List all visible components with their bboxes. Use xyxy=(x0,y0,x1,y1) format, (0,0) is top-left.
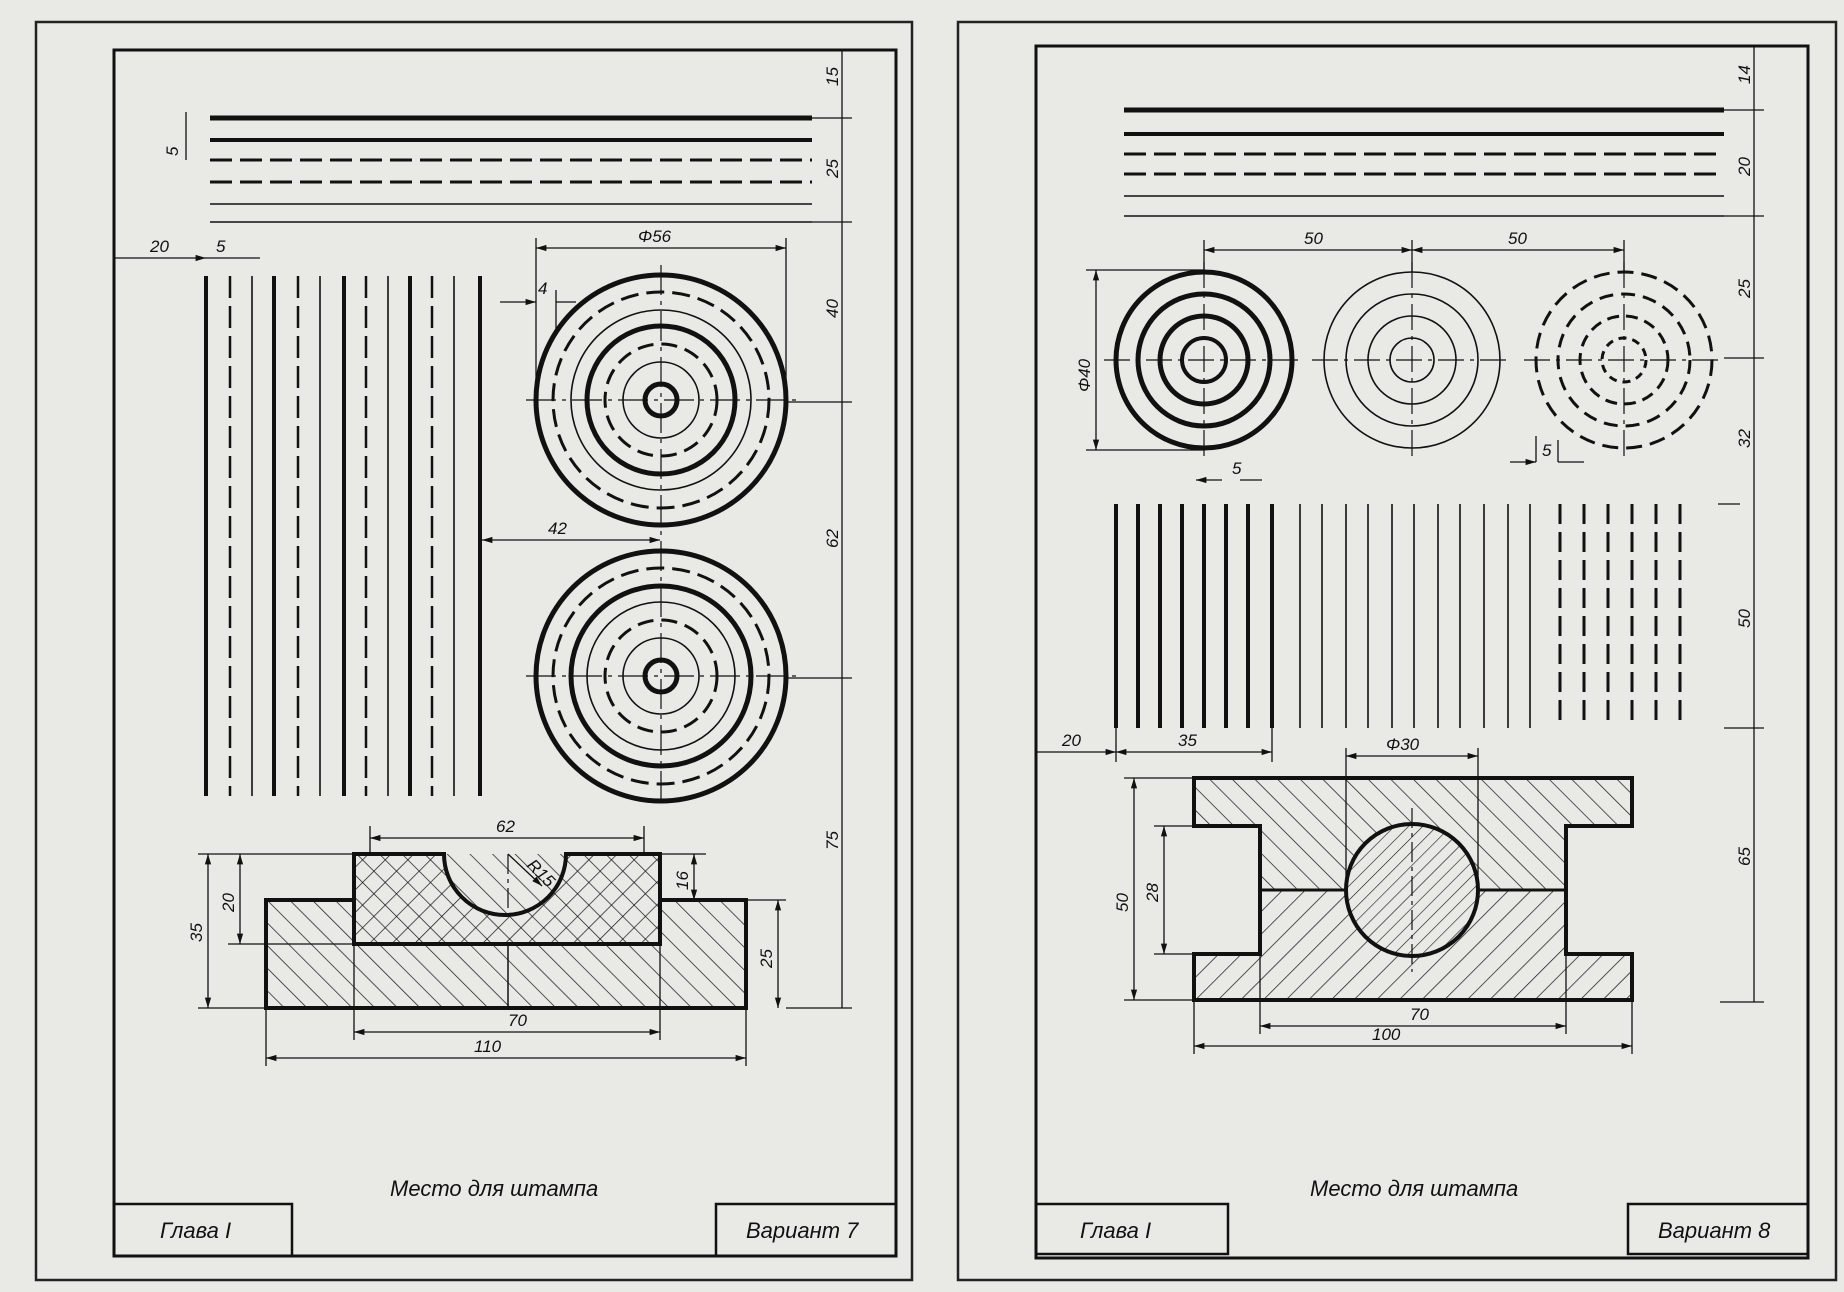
dim-50-b: 50 xyxy=(1508,229,1527,248)
dim-5-circle: 5 xyxy=(1542,441,1552,460)
dim-20-top: 20 xyxy=(1735,157,1754,177)
dim-phi40: Φ40 xyxy=(1075,358,1094,392)
dim-70-width: 70 xyxy=(1410,1005,1429,1024)
dim-62-width: 62 xyxy=(496,817,515,836)
dim-25-top: 25 xyxy=(823,159,842,179)
dim-5-small: 5 xyxy=(163,146,182,156)
dim-5-left: 5 xyxy=(216,237,226,256)
dim-4: 4 xyxy=(538,279,547,298)
variant-label: Вариант 8 xyxy=(1658,1218,1771,1243)
dim-110: 110 xyxy=(474,1037,502,1056)
dim-phi30: Φ30 xyxy=(1386,735,1420,754)
vertical-lines-dashed xyxy=(1558,504,1682,728)
chapter-label: Глава I xyxy=(160,1218,231,1243)
dim-phi56: Φ56 xyxy=(638,227,672,246)
line-types-horizontal xyxy=(210,115,812,223)
dim-28: 28 xyxy=(1143,883,1162,903)
dim-32: 32 xyxy=(1735,429,1754,448)
circles-thick xyxy=(1104,262,1304,460)
concentric-circles-2 xyxy=(526,541,796,806)
dim-25: 25 xyxy=(1735,279,1754,299)
dim-65: 65 xyxy=(1735,847,1754,866)
dim-50-height: 50 xyxy=(1113,893,1132,912)
dim-5-lines: 5 xyxy=(1232,459,1242,478)
dim-20-height: 20 xyxy=(219,893,238,913)
dim-50-right: 50 xyxy=(1735,609,1754,628)
dim-100: 100 xyxy=(1372,1025,1401,1044)
line-types-vertical xyxy=(204,276,482,796)
circles-thin xyxy=(1312,262,1512,460)
dim-25-height: 25 xyxy=(757,949,776,969)
dim-35: 35 xyxy=(1178,731,1197,750)
sheet-variant-7: 15 25 5 40 62 75 20 5 xyxy=(34,20,914,1282)
dim-40: 40 xyxy=(823,299,842,318)
concentric-circles-1 xyxy=(526,265,796,535)
vertical-lines-thick xyxy=(1114,504,1274,728)
dim-15: 15 xyxy=(823,67,842,86)
variant-box xyxy=(1626,1202,1810,1256)
dim-50-a: 50 xyxy=(1304,229,1323,248)
section-part-variant-8 xyxy=(1192,776,1634,1002)
dim-62-right: 62 xyxy=(823,529,842,548)
dim-75: 75 xyxy=(823,831,842,850)
line-types-horizontal-8 xyxy=(1124,107,1724,217)
vertical-lines-thin xyxy=(1299,504,1531,728)
section-part-variant-7 xyxy=(264,852,748,1010)
dim-14: 14 xyxy=(1735,65,1754,84)
dim-20-left: 20 xyxy=(149,237,169,256)
stamp-placeholder-text: Место для штампа xyxy=(1310,1176,1518,1201)
dim-35: 35 xyxy=(187,923,206,942)
chapter-label: Глава I xyxy=(1080,1218,1151,1243)
chapter-box xyxy=(112,1202,294,1258)
dim-20-left: 20 xyxy=(1061,731,1081,750)
variant-label: Вариант 7 xyxy=(746,1218,859,1243)
dim-42: 42 xyxy=(548,519,567,538)
dim-16: 16 xyxy=(673,871,692,890)
sheet-variant-8: 14 20 25 32 50 65 50 50 Φ40 xyxy=(956,20,1838,1282)
stamp-placeholder-text: Место для штампа xyxy=(390,1176,598,1201)
dim-70: 70 xyxy=(508,1011,527,1030)
chapter-box xyxy=(1034,1202,1230,1256)
variant-box xyxy=(714,1202,898,1258)
circles-dashed xyxy=(1524,262,1724,460)
